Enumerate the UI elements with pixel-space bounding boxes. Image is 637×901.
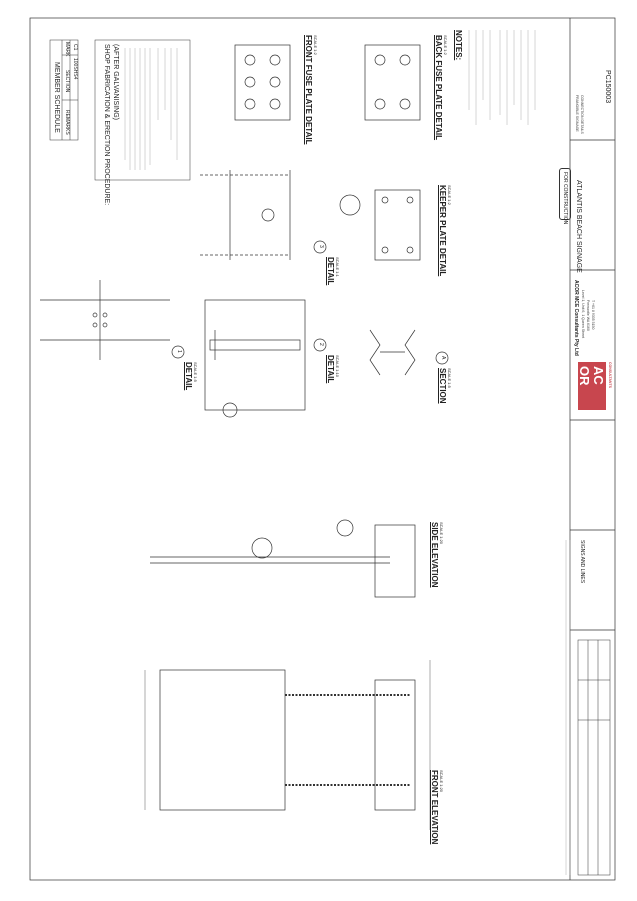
section-a-title: SECTION bbox=[438, 368, 447, 404]
front-fuse-scale: SCALE 1:2 bbox=[313, 35, 318, 55]
company-phone: T +61 8 9335 5150 bbox=[591, 300, 595, 330]
client-name: SIGNS AND LINES bbox=[579, 540, 585, 584]
header-section: SECTION bbox=[64, 70, 70, 93]
row-section: 100SHS4 bbox=[72, 58, 78, 80]
notes-text-lines bbox=[468, 30, 536, 125]
front-fuse-title: FRONT FUSE PLATE DETAIL bbox=[304, 35, 313, 145]
procedure-subtitle: (AFTER GALVANISING) bbox=[112, 44, 119, 120]
detail-2-drawing bbox=[204, 299, 306, 418]
keeper-plate-title: KEEPER PLATE DETAIL bbox=[438, 185, 447, 277]
procedure-title: SHOP FABRICATION & ERECTION PROCEDURE: bbox=[103, 44, 110, 206]
company-address-2: Fremantle WA 6160 bbox=[586, 300, 590, 331]
detail-1-drawing bbox=[40, 280, 170, 360]
side-elevation-drawing bbox=[150, 519, 416, 598]
detail-3-drawing bbox=[200, 170, 291, 260]
row-mark: C1 bbox=[72, 44, 78, 51]
header-remarks: REMARKS bbox=[64, 110, 70, 135]
detail-2-title: DETAIL bbox=[326, 355, 335, 384]
detail-3-scale: SCALE 1:1 bbox=[335, 257, 340, 277]
detail-3-marker: 3 bbox=[318, 245, 324, 248]
detail-2-scale: SCALE 1:10 bbox=[335, 355, 340, 378]
disclaimer-text-lines bbox=[565, 540, 571, 875]
logo-or: OR bbox=[577, 366, 592, 386]
side-elevation-scale: SCALE 1:20 bbox=[439, 522, 444, 545]
back-fuse-plate-drawing bbox=[364, 44, 421, 121]
procedure-box bbox=[94, 39, 191, 181]
detail-1-title: DETAIL bbox=[184, 362, 193, 391]
header-mark: MARK bbox=[64, 42, 70, 57]
section-a-marker: A bbox=[440, 356, 446, 360]
procedure-text-lines bbox=[124, 48, 178, 170]
detail-2-marker: 2 bbox=[318, 343, 324, 346]
side-elevation-title: SIDE ELEVATION bbox=[430, 522, 439, 588]
front-fuse-plate-drawing bbox=[234, 44, 291, 121]
member-schedule-title: MEMBER SCHEDULE bbox=[53, 62, 60, 133]
logo-caption: CONSULTANTS bbox=[608, 362, 612, 388]
front-elevation-scale: SCALE 1:20 bbox=[439, 770, 444, 793]
detail-3-title: DETAIL bbox=[326, 257, 335, 286]
detail-1-scale: SCALE 1:5 bbox=[193, 362, 198, 382]
section-a-scale: SCALE 1:5 bbox=[447, 368, 452, 388]
section-a-drawing bbox=[369, 329, 416, 376]
drawing-border bbox=[29, 17, 616, 881]
back-fuse-scale: SCALE 1:2 bbox=[443, 35, 448, 55]
detail-1-marker: 1 bbox=[176, 350, 182, 353]
keeper-plate-scale: SCALE 1:2 bbox=[447, 185, 452, 205]
keeper-plate-drawing bbox=[339, 189, 421, 261]
project-title: ATLANTIS BEACH SIGNAGE bbox=[575, 180, 582, 273]
notes-title: NOTES: bbox=[454, 30, 463, 61]
for-construction-stamp bbox=[559, 168, 571, 220]
logo-ac: AC bbox=[591, 366, 606, 385]
front-elevation-title: FRONT ELEVATION bbox=[430, 770, 439, 845]
revision-table bbox=[577, 639, 611, 876]
acor-logo: AC OR bbox=[577, 362, 606, 410]
drawing-title-1: FRANGIBLE SIGNAGE bbox=[575, 95, 579, 132]
member-schedule-table bbox=[49, 39, 79, 141]
drawing-number: PC150003 bbox=[604, 70, 611, 104]
back-fuse-title: BACK FUSE PLATE DETAIL bbox=[434, 35, 443, 141]
view-markers bbox=[171, 240, 449, 365]
company-name: ACOR MCE Consultants Pty Ltd bbox=[573, 280, 579, 356]
company-address-1: Level 1, Unit 6, 1 Queen Street bbox=[581, 290, 585, 339]
front-elevation-drawing bbox=[144, 660, 431, 830]
for-construction-text: FOR CONSTRUCTION bbox=[562, 172, 568, 225]
drawing-title-2: CONNECTION DETAILS bbox=[580, 95, 584, 134]
